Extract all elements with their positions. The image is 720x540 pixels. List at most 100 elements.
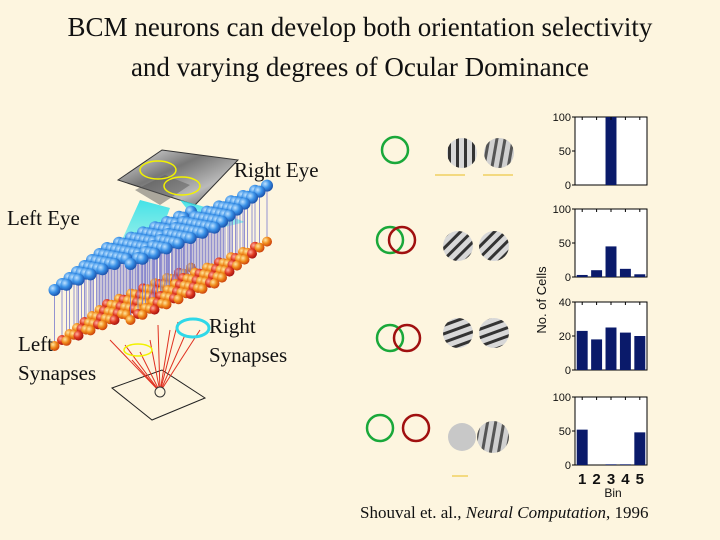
synapse-ball — [73, 330, 84, 341]
y-tick-label: 0 — [565, 272, 571, 284]
bar — [591, 270, 603, 277]
right-eye-circle — [387, 225, 417, 255]
left-synapses-label: Left Synapses — [18, 330, 96, 388]
bar — [576, 330, 588, 370]
synapse-ball — [224, 266, 235, 277]
synapse-ball — [136, 252, 149, 265]
stimulus-row-1 — [435, 138, 514, 176]
synapse-ball — [109, 315, 120, 325]
synapse-ball — [254, 242, 265, 253]
right-synapse-array — [124, 179, 273, 325]
y-tick-label: 0 — [565, 180, 571, 192]
synapse-ball — [173, 294, 184, 305]
stimulus-row-2 — [443, 231, 509, 261]
bar — [605, 117, 617, 185]
row-4-eyes — [365, 413, 431, 443]
grating-patch — [443, 318, 473, 348]
synapse-ball — [209, 278, 220, 289]
grating-patch — [484, 138, 514, 168]
synapse-ball — [184, 232, 197, 244]
title-line-1: BCM neurons can develop both orientation… — [67, 12, 653, 42]
right-synapses-line-1: Right — [209, 314, 256, 338]
left-eye-circle — [375, 225, 405, 255]
connection-line — [159, 329, 201, 393]
citation-year: , 1996 — [606, 503, 649, 522]
x-axis-label: Bin — [604, 486, 621, 500]
synapse-ball — [239, 254, 250, 265]
y-axis-label: No. of Cells — [534, 266, 549, 334]
left-synapse-highlight — [123, 343, 153, 357]
y-tick-label: 0 — [565, 365, 571, 377]
stimulus-row-3 — [443, 318, 509, 348]
connection-line — [139, 351, 161, 393]
faint-patch — [448, 423, 476, 451]
bar — [619, 464, 631, 465]
right-eye-label: Right Eye — [234, 158, 319, 182]
right-synapses-label: Right Synapses — [209, 312, 287, 370]
left-synapses-line-1: Left — [18, 332, 53, 356]
synapse-ball — [149, 304, 160, 315]
synapse-ball — [247, 248, 257, 259]
grating-patch — [447, 138, 477, 168]
right-eye-circle — [392, 323, 422, 353]
connection-line — [124, 344, 161, 393]
bar — [634, 274, 646, 277]
left-eye-circle — [365, 413, 395, 443]
y-tick-label: 100 — [553, 112, 571, 124]
bar — [619, 332, 631, 370]
left-eye-circle — [375, 323, 405, 353]
row-2-eyes — [375, 225, 417, 255]
left-eye-label: Left Eye — [7, 206, 80, 230]
bar — [605, 246, 617, 277]
x-tick-label: 1 — [578, 471, 586, 488]
y-tick-label: 20 — [559, 331, 571, 343]
citation: Shouval et. al., Neural Computation, 199… — [360, 503, 649, 523]
bar — [605, 464, 617, 465]
synapse-ball — [60, 278, 73, 291]
connection-line — [157, 324, 161, 393]
synapse-ball — [148, 247, 161, 260]
left-eye-circle — [380, 135, 410, 165]
synapse-ball — [208, 221, 221, 234]
bar — [576, 274, 588, 277]
bar — [605, 327, 617, 370]
synapse-ball — [85, 325, 96, 336]
bar — [619, 268, 631, 277]
synapse-ball — [137, 309, 148, 320]
grating-patch — [479, 231, 509, 261]
citation-journal: Neural Computation — [465, 503, 607, 522]
x-tick-label: 4 — [621, 471, 630, 488]
y-tick-label: 50 — [559, 238, 571, 250]
synapse-ball — [48, 284, 61, 296]
neuron-soma — [154, 386, 166, 398]
right-synapse-highlight — [175, 317, 211, 339]
synapse-ball — [197, 283, 208, 294]
synapse-ball — [72, 273, 85, 286]
synapse-ball — [84, 268, 97, 281]
connection-line — [159, 321, 179, 393]
y-tick-label: 50 — [559, 426, 571, 438]
bar — [576, 429, 588, 465]
stimulus-row-4 — [448, 421, 509, 477]
synapse-ball — [262, 236, 272, 247]
synapse-ball — [161, 299, 172, 310]
synapse-ball — [96, 263, 109, 276]
title-line-2: and varying degrees of Ocular Dominance — [130, 52, 590, 82]
synapse-ball — [232, 260, 242, 271]
connection-line — [159, 329, 171, 393]
grating-patch — [443, 231, 473, 261]
right-synapses-line-2: Synapses — [209, 343, 288, 367]
left-synapses-line-2: Synapses — [18, 361, 97, 385]
synapse-ball — [172, 237, 185, 250]
x-tick-label: 2 — [592, 471, 600, 488]
right-eye-circle — [401, 413, 431, 443]
citation-authors: Shouval et. al., — [360, 503, 466, 522]
synapse-ball — [217, 272, 227, 283]
synapse-ball — [97, 320, 108, 331]
synapse-ball — [185, 289, 196, 299]
